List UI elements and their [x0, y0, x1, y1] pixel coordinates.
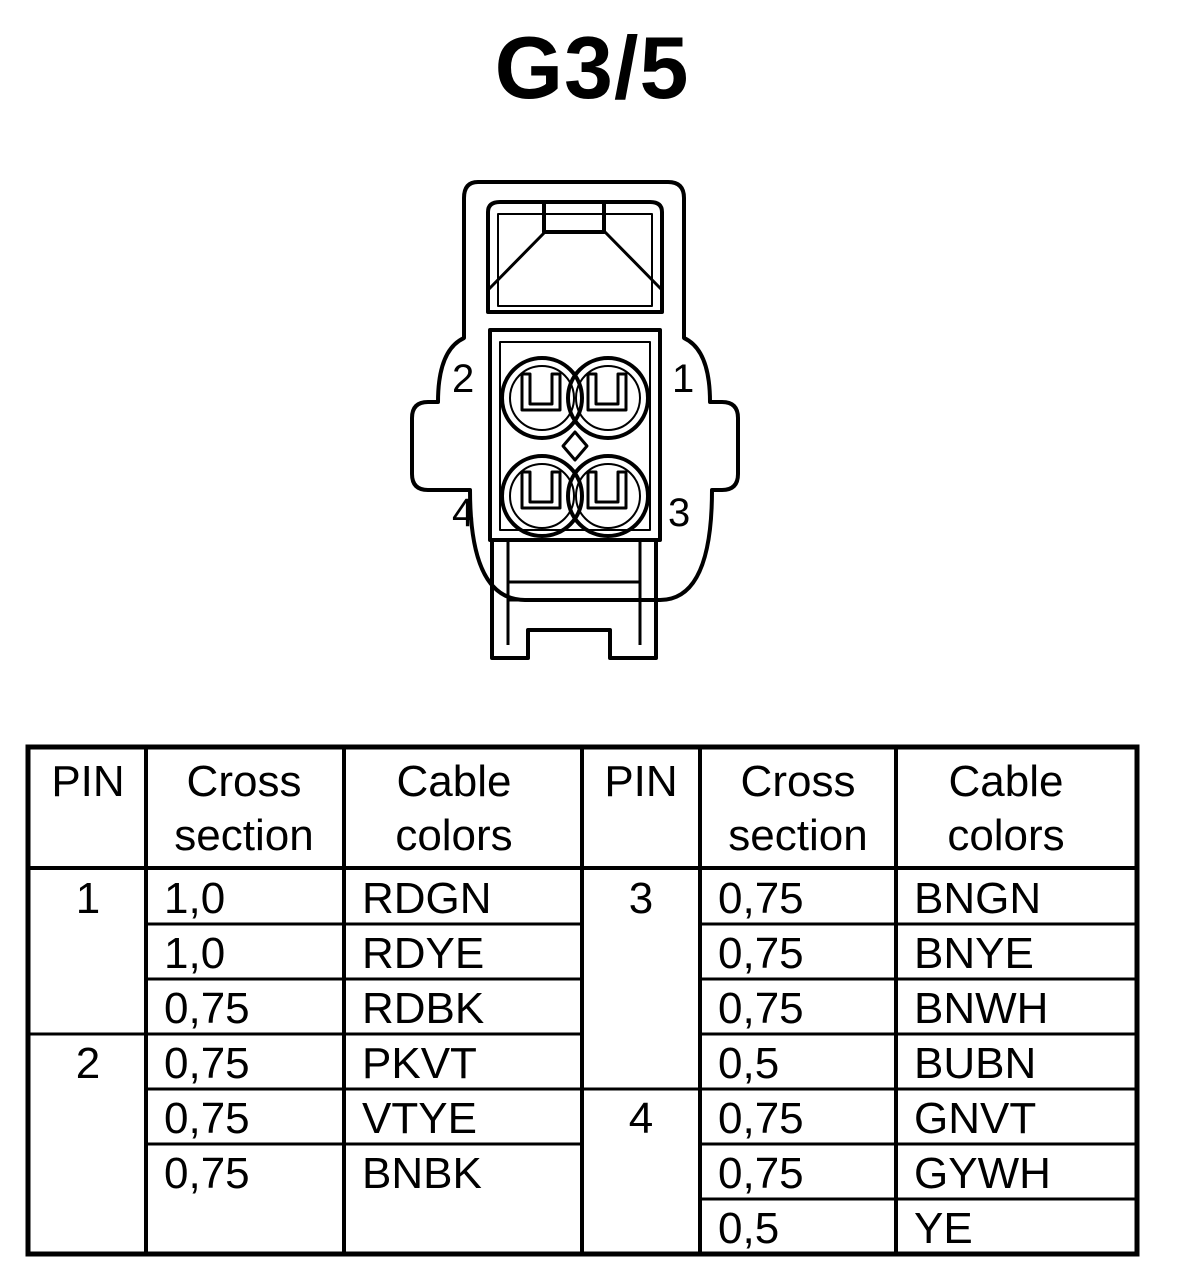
pin-cavity [488, 328, 662, 542]
header-cross-right-2: section [728, 811, 867, 860]
right-color-7: YE [914, 1204, 973, 1253]
right-section-1: 0,75 [718, 874, 804, 923]
left-color-2: RDYE [362, 929, 484, 978]
header-cross-right-1: Cross [741, 757, 856, 806]
terminal-3-ring [566, 454, 650, 538]
right-color-4: BUBN [914, 1039, 1036, 1088]
right-color-6: GYWH [914, 1149, 1051, 1198]
pin-label-2: 2 [452, 357, 474, 401]
header-cable-right-2: colors [947, 811, 1064, 860]
left-color-1: RDGN [362, 874, 492, 923]
header-pin-right: PIN [604, 757, 677, 806]
pin-number-1: 1 [76, 874, 100, 923]
right-section-3: 0,75 [718, 984, 804, 1033]
right-section-5: 0,75 [718, 1094, 804, 1143]
left-color-6: BNBK [362, 1149, 482, 1198]
header-pin-left: PIN [51, 757, 124, 806]
left-section-2: 1,0 [164, 929, 225, 978]
right-color-5: GNVT [914, 1094, 1036, 1143]
pin-label-4: 4 [452, 491, 474, 535]
right-color-2: BNYE [914, 929, 1034, 978]
lower-rails [490, 540, 658, 660]
coding-diamond [561, 430, 589, 462]
pin-number-3: 3 [629, 874, 653, 923]
terminal-2-ring [500, 356, 584, 440]
left-color-4: PKVT [362, 1039, 477, 1088]
left-section-5: 0,75 [164, 1094, 250, 1143]
latch-inner [497, 213, 653, 307]
latch-tab [542, 200, 606, 234]
header-cable-right-1: Cable [949, 757, 1064, 806]
left-section-3: 0,75 [164, 984, 250, 1033]
header-cable-left-1: Cable [397, 757, 512, 806]
left-section-4: 0,75 [164, 1039, 250, 1088]
terminal-1-ring [566, 356, 650, 440]
header-cross-left-2: section [174, 811, 313, 860]
left-section-1: 1,0 [164, 874, 225, 923]
connector-housing-outline [410, 180, 740, 602]
pin-label-3: 3 [668, 491, 690, 535]
right-section-2: 0,75 [718, 929, 804, 978]
right-section-6: 0,75 [718, 1149, 804, 1198]
header-cross-left-1: Cross [187, 757, 302, 806]
right-section-4: 0,5 [718, 1039, 779, 1088]
left-section-6: 0,75 [164, 1149, 250, 1198]
page-title: G3/5 [494, 18, 690, 117]
terminal-4-ring [500, 454, 584, 538]
left-color-5: VTYE [362, 1094, 477, 1143]
right-color-1: BNGN [914, 874, 1041, 923]
right-color-3: BNWH [914, 984, 1048, 1033]
header-cable-left-2: colors [395, 811, 512, 860]
pin-number-2: 2 [76, 1039, 100, 1088]
connector-diagram: 2 1 4 3 [410, 180, 740, 660]
pin-label-1: 1 [672, 357, 694, 401]
latch-frame [486, 200, 664, 314]
left-color-3: RDBK [362, 984, 484, 1033]
pin-number-4: 4 [629, 1094, 653, 1143]
right-section-7: 0,5 [718, 1204, 779, 1253]
